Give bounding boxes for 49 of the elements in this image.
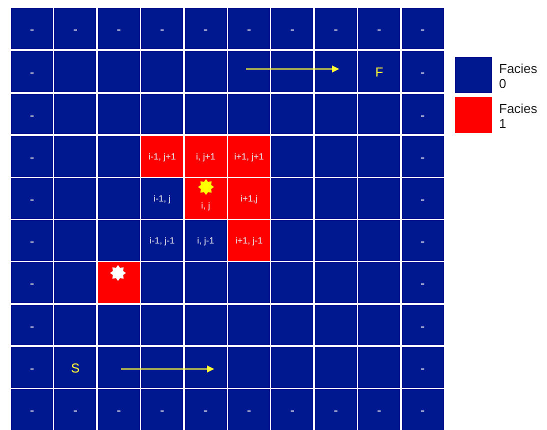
boundary-mark: - <box>334 22 338 36</box>
boundary-mark: - <box>203 22 208 36</box>
cell-coordinate-label: i+1, j-1 <box>235 236 263 246</box>
boundary-mark: - <box>290 22 295 36</box>
boundary-mark: - <box>30 192 34 206</box>
boundary-mark: - <box>73 404 78 416</box>
boundary-mark: - <box>30 22 34 36</box>
start-label: S <box>71 361 80 374</box>
legend-label: Facies 0 <box>499 61 538 91</box>
boundary-mark: - <box>246 22 252 36</box>
cell-coordinate-label: i-1, j+1 <box>148 152 176 162</box>
boundary-mark: - <box>30 66 34 79</box>
boundary-mark: - <box>160 22 164 36</box>
boundary-mark: - <box>30 234 34 248</box>
boundary-mark: - <box>420 319 425 332</box>
cell-coordinate-label: i-1, j <box>154 194 171 204</box>
boundary-mark: - <box>116 404 121 416</box>
boundary-mark: - <box>420 361 425 374</box>
cell-coordinate-label: i+1, j+1 <box>234 152 264 162</box>
boundary-mark: - <box>30 404 34 416</box>
legend-label: Facies 1 <box>499 101 538 131</box>
cell-coordinate-label: i, j <box>201 202 210 210</box>
boundary-mark: - <box>420 66 425 79</box>
boundary-mark: - <box>160 404 164 416</box>
boundary-mark: - <box>246 404 252 416</box>
boundary-mark: - <box>290 404 295 416</box>
boundary-mark: - <box>420 404 425 416</box>
boundary-mark: - <box>420 192 425 206</box>
cell-coordinate-label: i-1, j-1 <box>150 236 175 246</box>
boundary-mark: - <box>377 404 382 416</box>
boundary-mark: - <box>420 108 425 122</box>
boundary-mark: - <box>420 234 425 248</box>
boundary-mark: - <box>420 150 425 164</box>
cell-coordinate-label: i+1,j <box>240 194 258 204</box>
boundary-mark: - <box>30 361 34 374</box>
boundary-mark: - <box>377 22 382 36</box>
boundary-mark: - <box>30 150 34 164</box>
boundary-mark: - <box>420 276 425 290</box>
boundary-mark: - <box>420 22 425 36</box>
boundary-mark: - <box>334 404 338 416</box>
boundary-mark: - <box>73 22 78 36</box>
boundary-mark: - <box>203 404 208 416</box>
boundary-mark: - <box>116 22 121 36</box>
boundary-mark: - <box>30 276 34 290</box>
finish-label: F <box>375 66 384 79</box>
boundary-mark: - <box>30 108 34 122</box>
boundary-mark: - <box>30 319 34 332</box>
cell-coordinate-label: i, j+1 <box>196 152 216 162</box>
cell-coordinate-label: i, j-1 <box>197 236 214 246</box>
